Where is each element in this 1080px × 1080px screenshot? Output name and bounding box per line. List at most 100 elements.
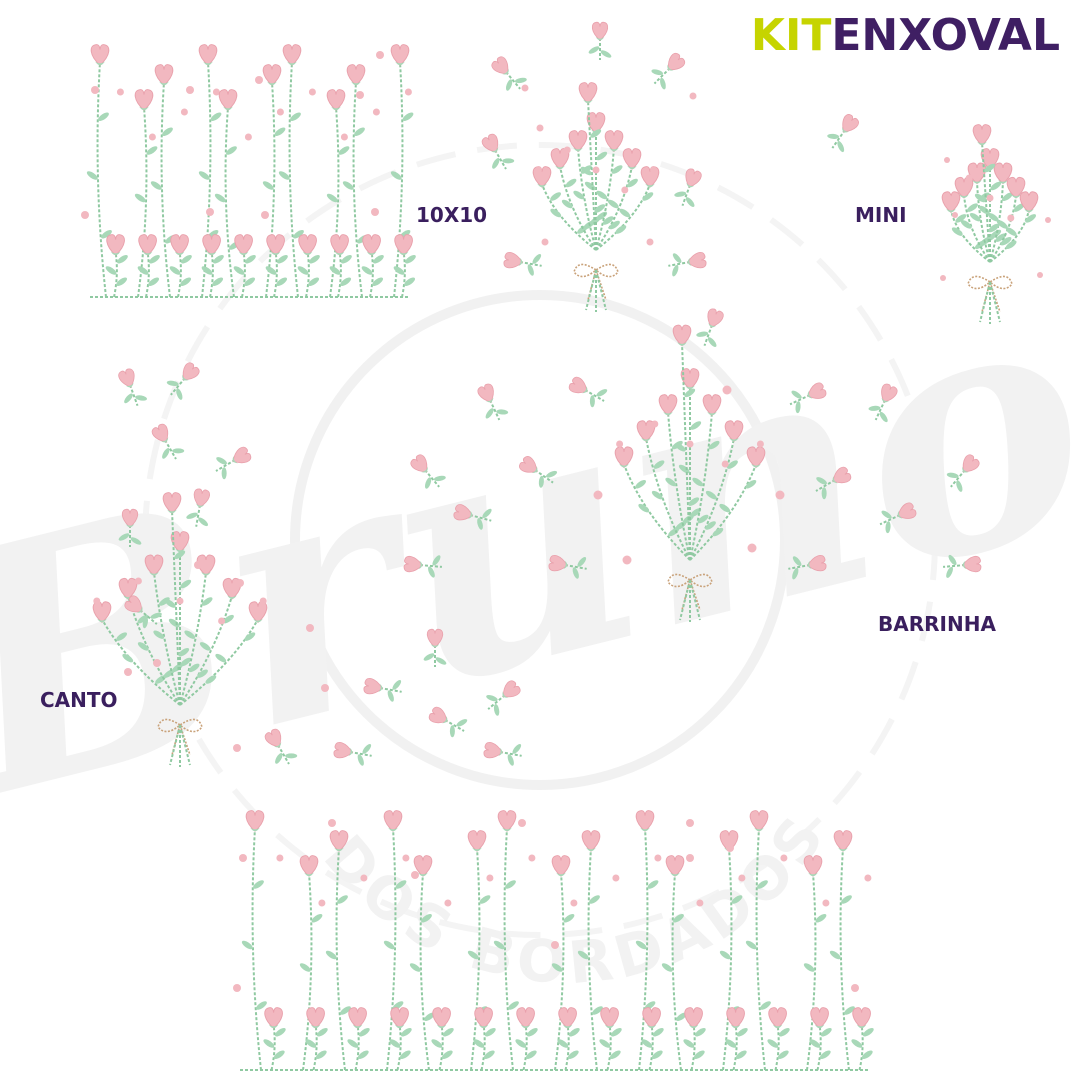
heart-calyx [478,1024,489,1029]
bouquet-stems [679,579,701,622]
leaf [315,1050,327,1059]
flower-sprig [879,502,917,534]
heart-petal [665,855,685,877]
heart-calyx [268,1024,279,1029]
sprig-leaf [514,77,527,84]
pink-dot [371,208,379,216]
leaf [299,963,311,972]
sprig-leaf [596,389,608,397]
leaf [245,254,256,264]
heart-calyx [485,397,494,403]
heart-calyx [203,61,213,66]
heart-petal [124,595,143,613]
sprig-leaf [946,472,959,479]
heart-petal [803,855,823,877]
sprig-stem [499,751,522,757]
sprig-leaf [432,555,441,566]
sprig-stem [519,261,542,267]
sprig-leaf [577,557,587,567]
leaf [777,1050,789,1059]
watermark-main-text: Bruno [0,217,1080,875]
heart-flower [568,376,588,394]
heart-flower [363,678,383,695]
leaf [226,146,237,155]
heart-flower [548,555,568,572]
leaf [815,913,827,923]
heart-flower [121,508,139,528]
heart-calyx [832,475,838,484]
bouquet-stems [979,281,1001,324]
heart-flower [684,1007,703,1029]
leaf [274,127,286,136]
stem [312,1024,318,1071]
pink-dot [308,88,316,96]
heart-petal [749,810,769,832]
leaf [181,254,192,264]
heart-calyx [807,390,813,399]
heart-petal [658,394,678,416]
flower-sprig [868,383,898,423]
leaf [690,508,702,517]
leaf [584,181,596,191]
leaf [690,421,702,430]
leaf [508,1001,519,1010]
heart-flower [413,855,433,877]
sprig-stem [950,469,966,488]
heart-petal [503,252,523,269]
sprig-stem [277,744,290,765]
leaf [389,1039,401,1048]
leaf [767,1039,779,1048]
sprig-leaf [118,533,130,541]
heart-flower [491,56,509,75]
leaf [479,895,491,904]
leaf [467,950,479,960]
sprig-leaf [707,337,717,347]
heart-flower [362,234,381,256]
leaf [712,527,724,537]
heart-calyx [418,872,428,877]
heart-flower [832,466,852,484]
flower-sprig [668,252,707,277]
label-barrinha: BARRINHA [878,612,996,636]
leaf [505,880,516,889]
stem [648,1024,654,1071]
heart-petal [426,628,444,648]
leaf [201,597,213,606]
pink-dot [541,238,549,246]
heart-petal [586,112,606,134]
leaf [594,204,606,213]
leaf [233,266,245,275]
heart-flower [642,1007,661,1029]
sprig-leaf [546,470,558,478]
leaf [441,1050,453,1059]
heart-petal [333,742,353,759]
leaf [357,1050,369,1059]
pink-dot [259,597,267,605]
leaf [241,940,253,950]
leaf [180,277,192,286]
pink-dot [651,420,659,428]
heart-calyx [159,81,169,86]
pink-dot [616,440,624,448]
heart-petal [810,1007,829,1029]
heart-petal [483,742,503,759]
pink-dot [194,561,202,569]
title-kit: KIT [750,10,832,61]
sprig-leaf [502,158,515,164]
heart-flower [483,742,503,759]
stem [396,1024,402,1071]
leaf [274,1027,286,1037]
watermark-ring [290,290,790,790]
leaf [668,527,679,537]
heart-calyx [348,747,353,756]
heart-petal [474,1007,493,1029]
sprig-stem [584,389,605,402]
stem [577,147,597,251]
heart-petal [394,234,413,256]
heart-petal [326,89,346,111]
heart-petal [684,1007,703,1029]
heart-calyx [583,99,593,104]
leaf [665,477,677,487]
stem [595,183,651,251]
leaf [610,1027,622,1037]
